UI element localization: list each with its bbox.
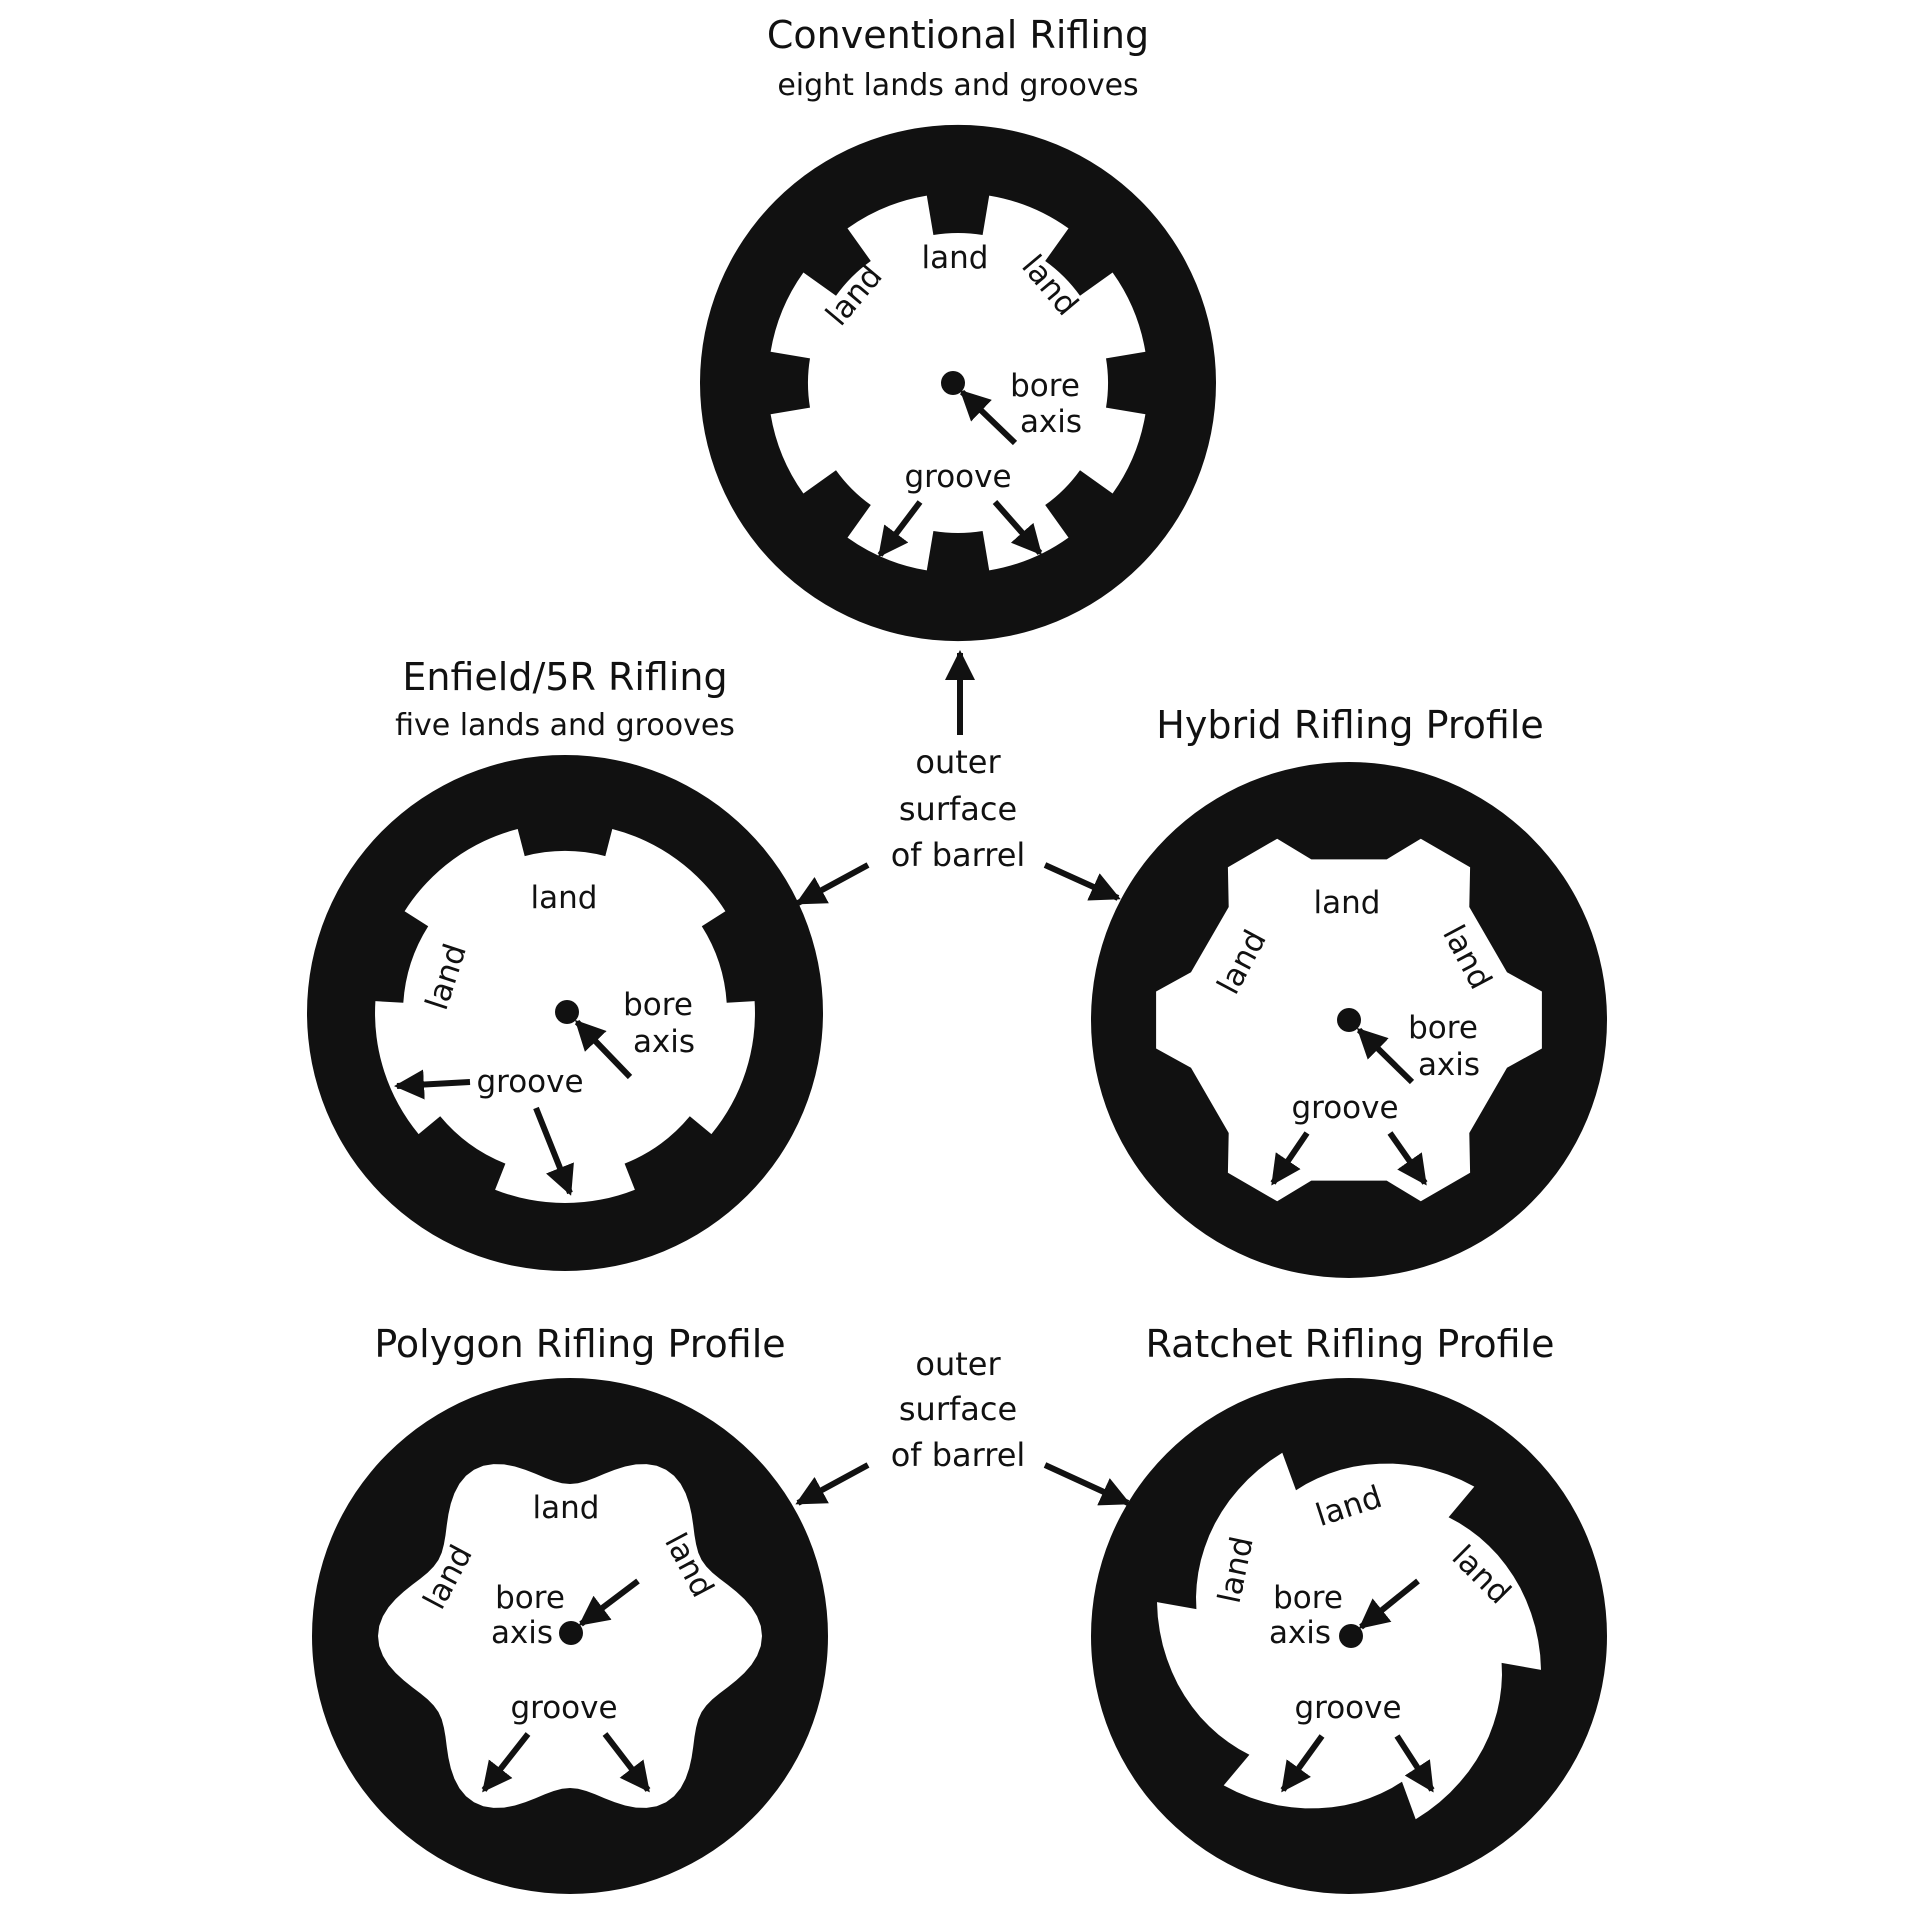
- profile-subtitle: eight lands and grooves: [777, 68, 1138, 103]
- bore-axis-dot: [555, 1000, 579, 1024]
- callout-line: surface: [899, 1390, 1017, 1428]
- profile-title: Enfield/5R Rifling: [402, 655, 727, 699]
- barrel-cross-section: [699, 124, 1216, 642]
- profile-subtitle: five lands and grooves: [395, 708, 735, 743]
- profile-polygon: Polygon Rifling Profile land land land b…: [312, 1322, 828, 1894]
- axis-label: axis: [1269, 1615, 1331, 1651]
- callout-line: of barrel: [891, 836, 1026, 874]
- groove-arrow: [602, 1732, 651, 1793]
- groove-label: groove: [510, 1690, 617, 1726]
- barrel-cross-section: [307, 755, 823, 1271]
- profile-title: Polygon Rifling Profile: [374, 1322, 785, 1366]
- groove-arrow: [1270, 1131, 1310, 1186]
- bore-label: bore: [1010, 368, 1080, 404]
- callout-line: outer: [915, 743, 1001, 781]
- barrel-cross-section: [1091, 762, 1607, 1278]
- profile-hybrid: Hybrid Rifling Profile land land land bo…: [1091, 703, 1607, 1278]
- groove-arrow: [1280, 1734, 1325, 1793]
- axis-label: axis: [633, 1024, 695, 1060]
- callout-arrow-left: [795, 862, 870, 906]
- land-label: land: [419, 940, 474, 1015]
- callout-line: outer: [915, 1345, 1001, 1383]
- profile-labels: land land land bore axis groove: [1211, 885, 1499, 1126]
- groove-label: groove: [1294, 1690, 1401, 1726]
- callout-line: surface: [899, 790, 1017, 828]
- profile-ratchet: Ratchet Rifling Profile land land land b…: [1091, 1322, 1607, 1894]
- outer-surface-callout-bottom: outer surface of barrel: [795, 1345, 1131, 1506]
- bore-axis-arrow: [574, 1019, 633, 1080]
- bore-label: bore: [495, 1580, 565, 1616]
- groove-label: groove: [904, 459, 1011, 495]
- land-label: land: [922, 240, 989, 276]
- axis-label: axis: [491, 1615, 553, 1651]
- profile-labels: land land land bore axis groove: [1212, 1479, 1518, 1726]
- profile-labels: land land land bore axis groove: [819, 240, 1085, 495]
- bore-axis-dot: [1337, 1008, 1361, 1032]
- bore-label: bore: [623, 987, 693, 1023]
- profile-labels: land land land bore axis groove: [417, 1490, 721, 1726]
- groove-arrow: [481, 1732, 531, 1793]
- bore-axis-arrow: [1358, 1578, 1420, 1630]
- groove-arrow: [992, 500, 1043, 556]
- barrel-cross-section: [312, 1378, 828, 1894]
- land-label: land: [1212, 1533, 1261, 1606]
- profile-labels: land land bore axis groove: [419, 880, 695, 1100]
- bore-axis-arrow: [578, 1578, 640, 1627]
- profile-title: Hybrid Rifling Profile: [1156, 703, 1543, 747]
- profile-enfield: Enfield/5R Rifling five lands and groove…: [307, 655, 823, 1271]
- callout-line: of barrel: [891, 1436, 1026, 1474]
- land-label: land: [531, 880, 598, 916]
- groove-label: groove: [476, 1064, 583, 1100]
- land-label: land: [1312, 1479, 1387, 1534]
- groove-arrow: [533, 1106, 574, 1196]
- callout-arrow-left: [795, 1462, 870, 1506]
- groove-arrow: [1387, 1131, 1428, 1186]
- bore-axis-dot: [559, 1621, 583, 1645]
- profile-title: Ratchet Rifling Profile: [1146, 1322, 1555, 1366]
- callout-arrow-right: [1043, 862, 1121, 901]
- profile-conventional: Conventional Rifling eight lands and gro…: [699, 13, 1216, 642]
- axis-label: axis: [1418, 1047, 1480, 1083]
- land-label: land: [1314, 885, 1381, 921]
- bore-axis-dot: [941, 371, 965, 395]
- groove-arrow: [877, 500, 923, 558]
- bore-axis-arrow: [959, 389, 1018, 446]
- outer-surface-callout-top: outer surface of barrel: [795, 650, 1121, 906]
- bore-axis-arrow: [1356, 1027, 1415, 1085]
- bore-label: bore: [1408, 1010, 1478, 1046]
- bore-label: bore: [1273, 1580, 1343, 1616]
- barrel-cross-section: [1091, 1378, 1607, 1894]
- groove-arrow: [1394, 1734, 1435, 1793]
- land-label: land: [1211, 924, 1274, 1000]
- land-label: land: [533, 1490, 600, 1526]
- axis-label: axis: [1020, 404, 1082, 440]
- bore-axis-dot: [1339, 1624, 1363, 1648]
- groove-arrow: [394, 1069, 471, 1100]
- groove-label: groove: [1291, 1090, 1398, 1126]
- profile-title: Conventional Rifling: [767, 13, 1149, 57]
- callout-arrow-right: [1043, 1462, 1131, 1506]
